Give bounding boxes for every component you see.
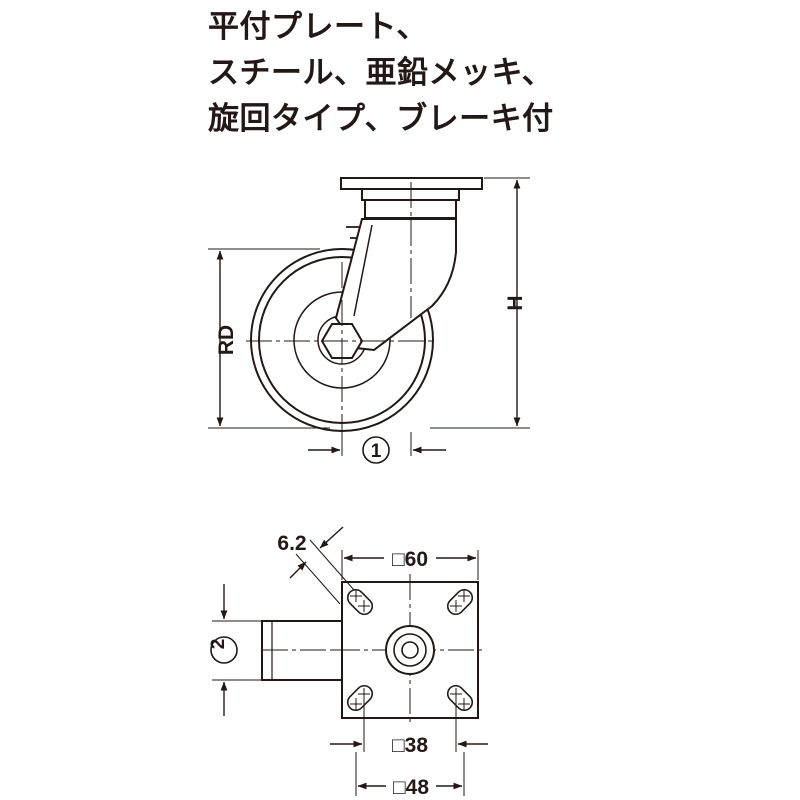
mounting-slot [346, 684, 374, 712]
label-circle-1: 1 [371, 441, 382, 462]
label-60: □60 [392, 548, 428, 571]
title-line-3: 旋回タイプ、ブレーキ付 [208, 101, 554, 137]
title-line-2: スチール、亜鉛メッキ、 [208, 55, 554, 91]
circle-2-marker [210, 636, 238, 664]
label-h: H [504, 295, 527, 310]
swivel-bearing [385, 625, 435, 675]
label-rd: RD [215, 325, 238, 355]
mounting-slot [446, 684, 474, 712]
label-48: □48 [393, 776, 429, 799]
side-view [208, 177, 530, 464]
top-view [210, 526, 488, 796]
circle-1-marker [362, 436, 390, 464]
label-38: □38 [392, 734, 428, 757]
title-line-1: 平付プレート、 [208, 9, 428, 45]
dim-6-2-leader [309, 539, 355, 591]
product-title: 平付プレート、 スチール、亜鉛メッキ、 旋回タイプ、ブレーキ付 [208, 4, 554, 142]
label-6-2: 6.2 [277, 532, 306, 555]
mounting-slot [446, 588, 474, 616]
mounting-slot [346, 588, 374, 616]
label-circle-2: 2 [208, 639, 229, 650]
